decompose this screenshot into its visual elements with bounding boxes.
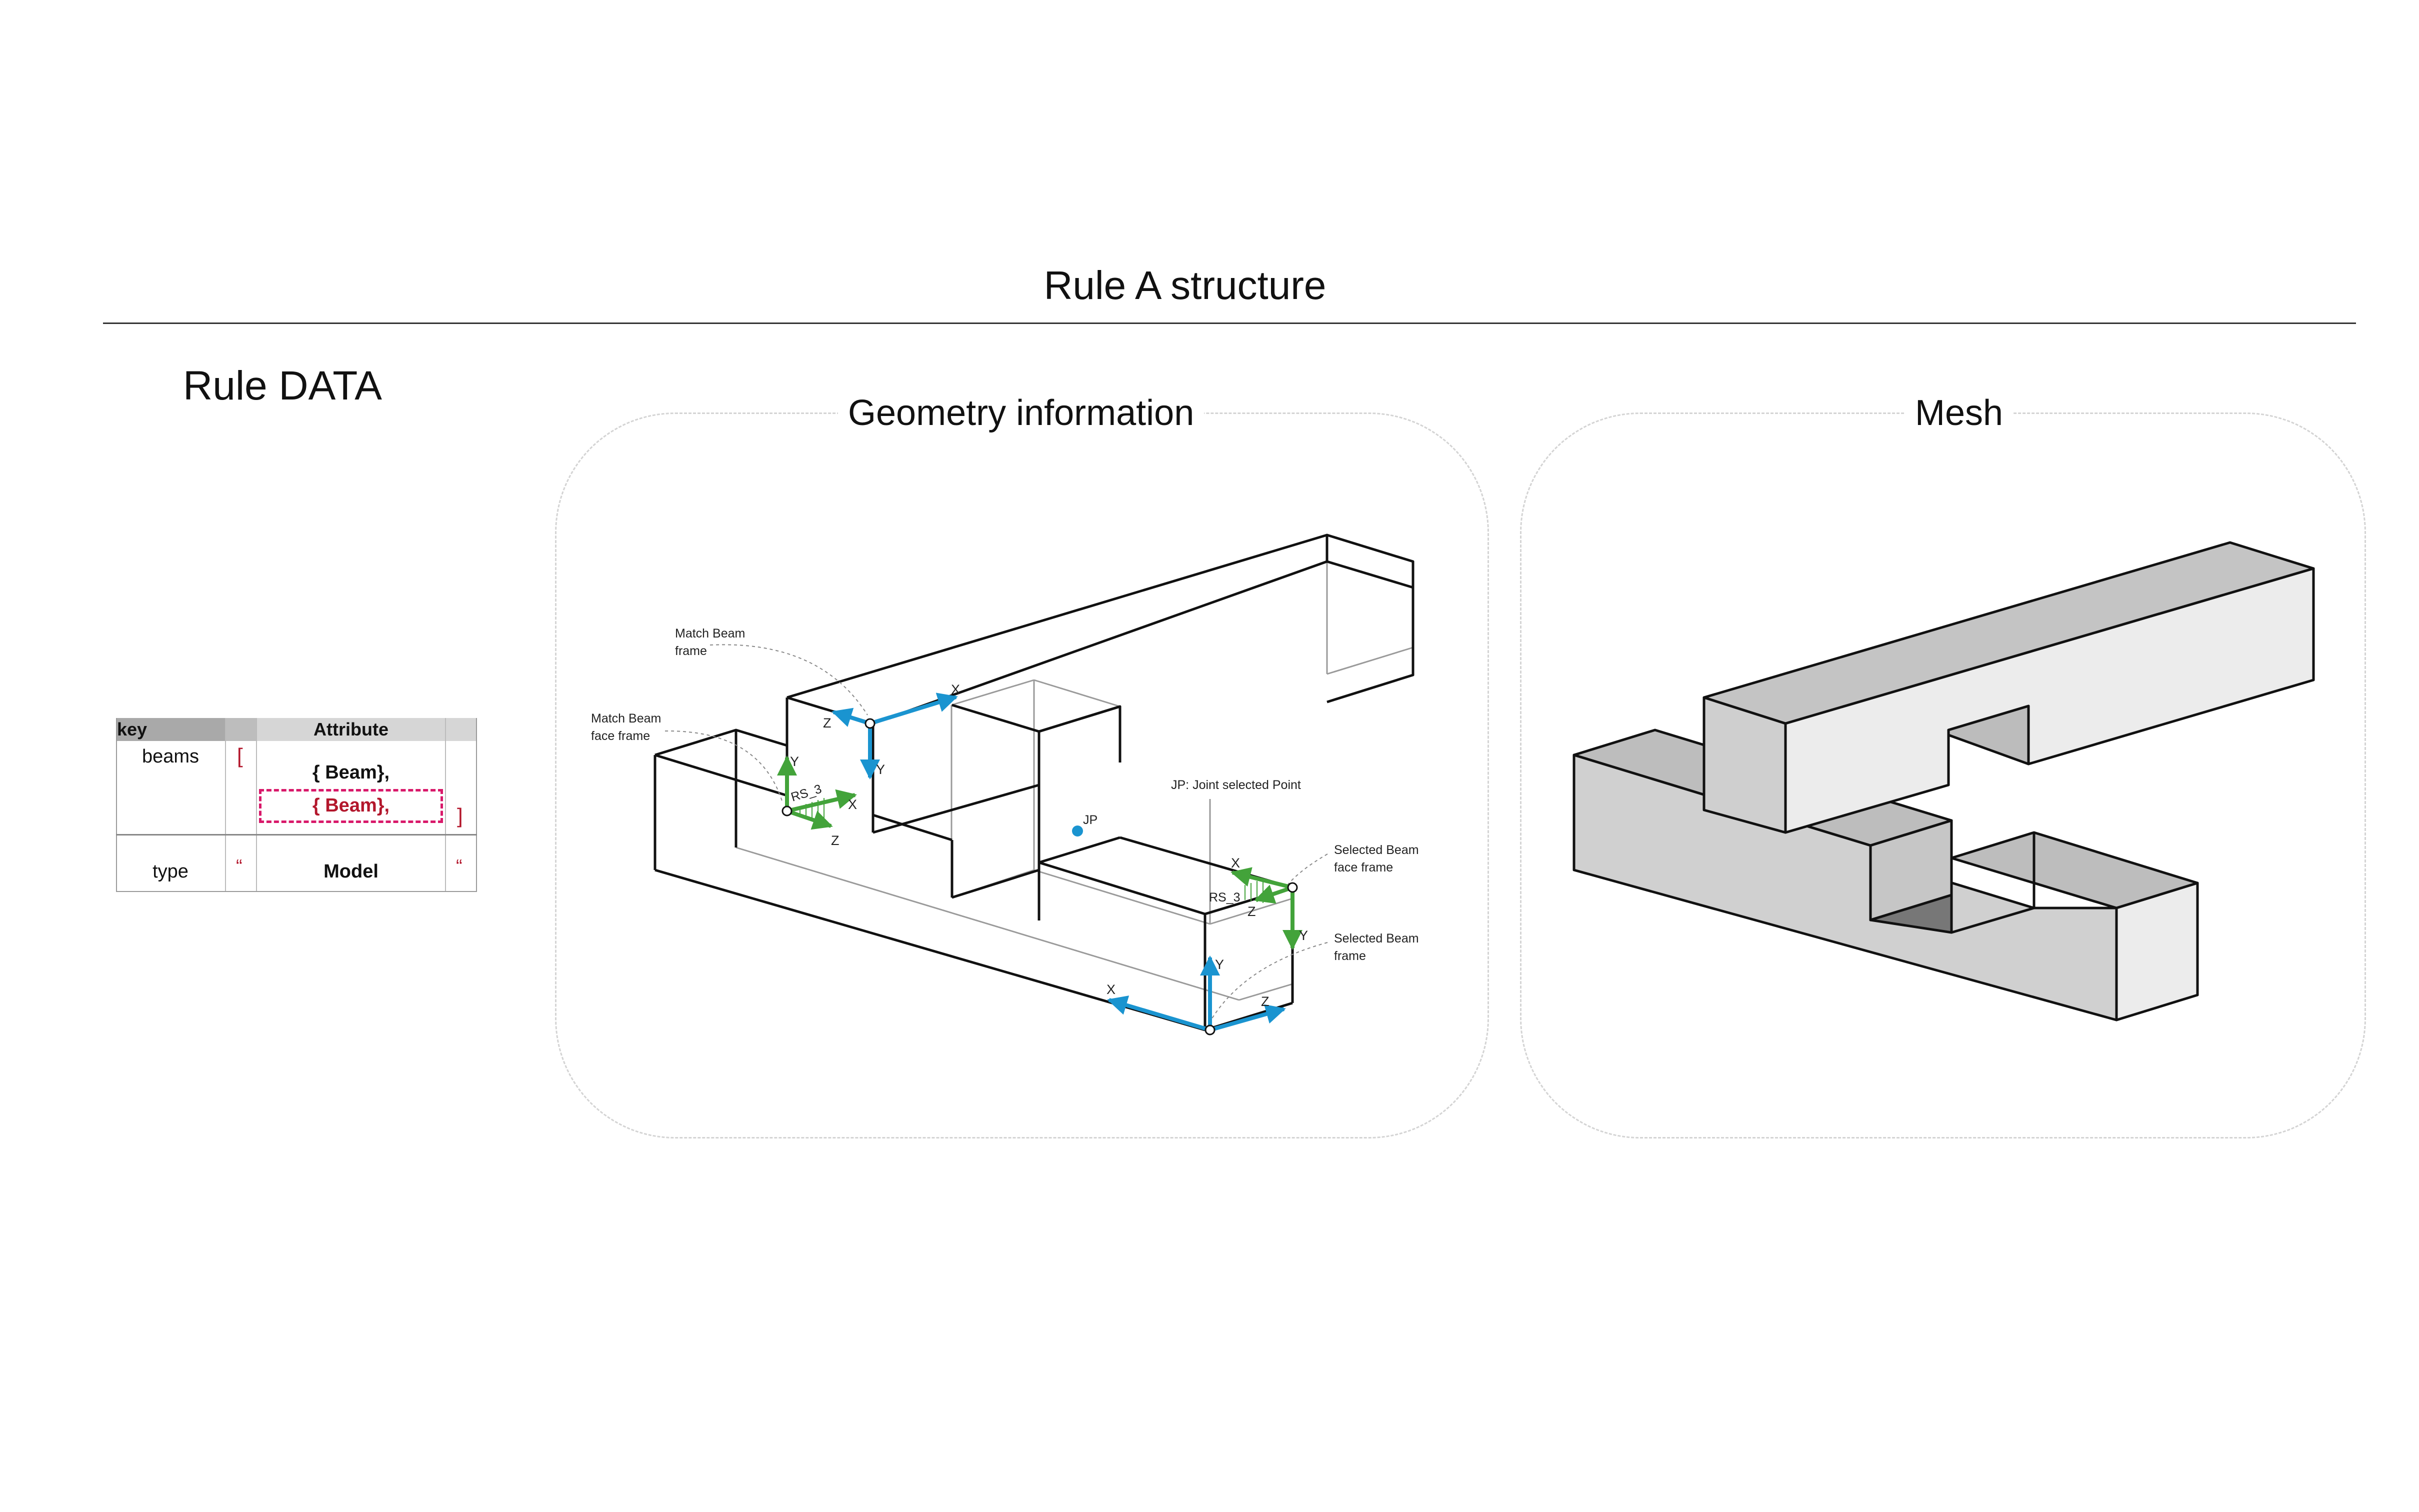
selected-beam-face-origin [1287,882,1298,893]
axis-label-z-1: Z [823,716,832,730]
axis-label-z-4: Z [1261,994,1270,1009]
row-type-key: type [152,861,188,882]
table-header-gap-bg [225,718,257,741]
match-beam-face-frame-label-2: face frame [591,729,650,743]
rule-data-table: key Attribute beams [ { Beam}, { Beam}, … [116,718,477,892]
mesh-lower-end-face [2115,882,2199,1022]
match-beam-face-axes [777,756,857,830]
table-border-bottom [116,891,477,892]
axis-label-x-2: X [848,797,857,812]
row-type-value: Model [324,861,378,882]
selected-beam-frame-label-2: frame [1334,949,1366,963]
selected-beam-frame-label-1: Selected Beam [1334,932,1419,946]
table-row-divider [116,834,477,836]
selected-beam-frame-origin [1204,1024,1216,1036]
highlight-box [259,789,443,823]
table-col-divider-2 [256,718,257,892]
table-border-left [116,718,117,892]
table-header-key: key [117,719,148,740]
axis-label-x-1: X [951,682,960,697]
geometry-panel-title: Geometry information [838,392,1204,434]
title-divider [103,322,2356,324]
mesh-panel-title: Mesh [1905,392,2014,434]
axis-label-x-3: X [1231,856,1240,870]
joint-point-label: JP [1083,813,1098,827]
match-beam-face-frame-label-1: Match Beam [591,712,661,726]
selected-beam-face-frame-label-1: Selected Beam [1334,843,1419,857]
mesh-upper-end-face [1702,696,1787,834]
row-type-close-quote: “ [456,856,462,877]
axis-label-y-1: Y [876,762,885,777]
rs-label-right: RS_3 [1209,890,1240,904]
table-header-attribute: Attribute [314,719,388,740]
axis-label-z-2: Z [831,833,840,848]
row-beams-value-2: { Beam}, [312,795,390,816]
table-col-divider-1 [225,718,226,892]
match-beam-frame-axes [832,692,958,780]
match-beam-frame-label-2: frame [675,644,707,658]
joint-point-legend: JP: Joint selected Point [1171,778,1301,792]
row-beams-value-1: { Beam}, [312,762,390,783]
row-type-open-quote: “ [236,856,242,877]
axis-label-y-4: Y [1215,957,1224,972]
table-border-right [476,718,477,892]
axis-label-y-2: Y [790,754,799,769]
rule-data-title: Rule DATA [183,363,382,408]
match-beam-face-origin [782,806,792,816]
match-beam-frame-origin [864,718,876,729]
table-col-divider-3 [445,718,446,892]
mesh-notch-edge-2 [1951,906,2034,934]
joint-point-marker [1072,826,1083,836]
mesh-upper-notch-back [1947,704,2030,766]
axis-label-x-4: X [1106,982,1116,997]
row-beams-open-bracket: [ [237,744,243,768]
selected-beam-face-axes [1230,867,1302,950]
axis-label-y-3: Y [1299,928,1308,943]
row-beams-key: beams [142,746,200,767]
main-title: Rule A structure [1044,263,1326,308]
selected-beam-frame-axes [1107,956,1286,1032]
leader-lines [664,644,1328,1020]
axis-label-z-3: Z [1248,904,1256,919]
row-beams-close-bracket: ] [457,804,463,828]
match-beam-frame-label-1: Match Beam [675,626,745,640]
selected-beam-face-frame-label-2: face frame [1334,860,1393,874]
